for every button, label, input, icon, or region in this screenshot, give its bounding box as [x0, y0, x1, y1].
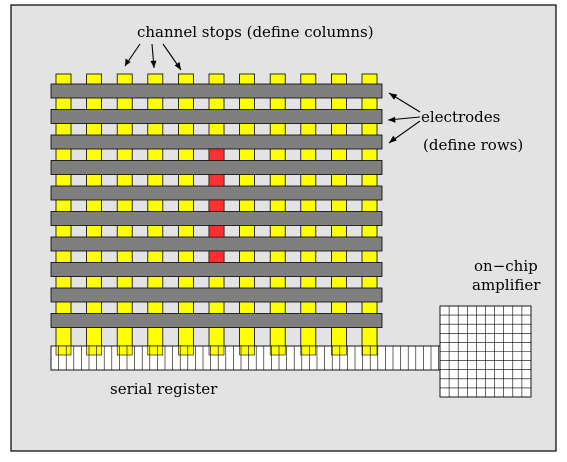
- register-column-end: [361, 345, 378, 356]
- register-column-end: [269, 345, 286, 356]
- charge-pixel: [208, 174, 225, 187]
- electrode-row: [50, 236, 383, 252]
- electrode-row: [50, 83, 383, 99]
- on-chip-label: on−chip: [474, 257, 538, 275]
- register-column-end: [208, 345, 225, 356]
- register-column-end: [147, 345, 164, 356]
- electrode-row: [50, 134, 383, 150]
- charge-pixel: [208, 250, 225, 263]
- register-column-end: [86, 345, 102, 356]
- charge-pixels: [208, 148, 225, 263]
- register-column-end: [239, 345, 255, 356]
- electrode-row: [50, 185, 383, 201]
- charge-pixel: [208, 199, 225, 212]
- register-column-end: [300, 345, 317, 356]
- on-chip-amplifier: [439, 305, 532, 398]
- register-column-end: [116, 345, 133, 356]
- serial-register-label: serial register: [110, 380, 218, 398]
- amplifier-label: amplifier: [472, 276, 541, 294]
- arrow-heads: [125, 58, 398, 143]
- electrodes-label: electrodes: [421, 108, 500, 126]
- electrode-row: [50, 287, 383, 303]
- serial-register: [50, 345, 441, 371]
- charge-pixel: [208, 225, 225, 238]
- register-column-end: [55, 345, 72, 356]
- electrode-row: [50, 313, 383, 328]
- electrode-row: [50, 211, 383, 226]
- electrode-row: [50, 109, 383, 124]
- electrode-row: [50, 160, 383, 175]
- register-column-end: [178, 345, 194, 356]
- channel-stops-label: channel stops (define columns): [137, 23, 374, 41]
- electrode-rows: [50, 83, 383, 328]
- define-rows-label: (define rows): [423, 136, 523, 154]
- register-column-end: [331, 345, 347, 356]
- charge-pixel: [208, 148, 225, 161]
- electrode-row: [50, 262, 383, 277]
